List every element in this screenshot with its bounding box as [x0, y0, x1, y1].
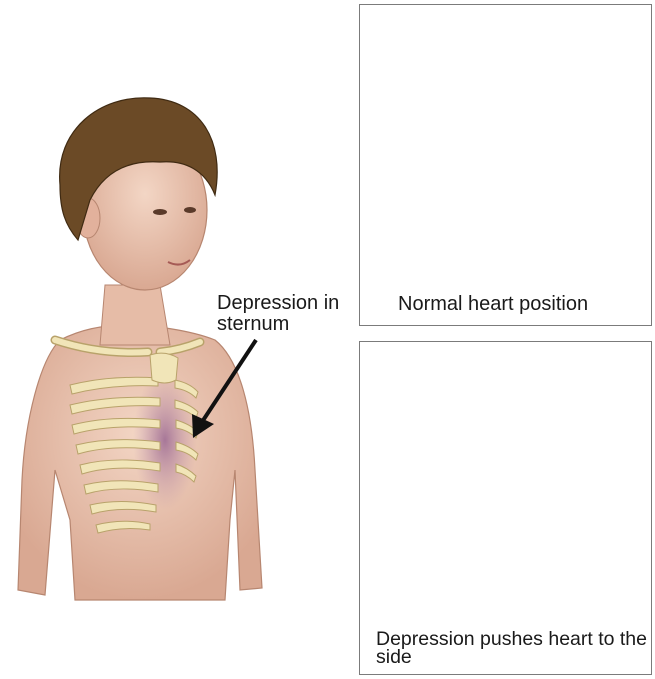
depression-in-sternum-label: Depression in sternum	[217, 293, 357, 335]
neck	[100, 285, 170, 345]
normal-heart-panel	[359, 4, 652, 326]
pushed-heart-panel	[359, 341, 652, 675]
eye-left	[153, 209, 167, 215]
depression-pushes-heart-caption: Depression pushes heart to the side	[376, 630, 652, 666]
eye-right	[184, 207, 196, 213]
sternum	[150, 353, 178, 383]
normal-heart-position-caption: Normal heart position	[398, 294, 588, 314]
